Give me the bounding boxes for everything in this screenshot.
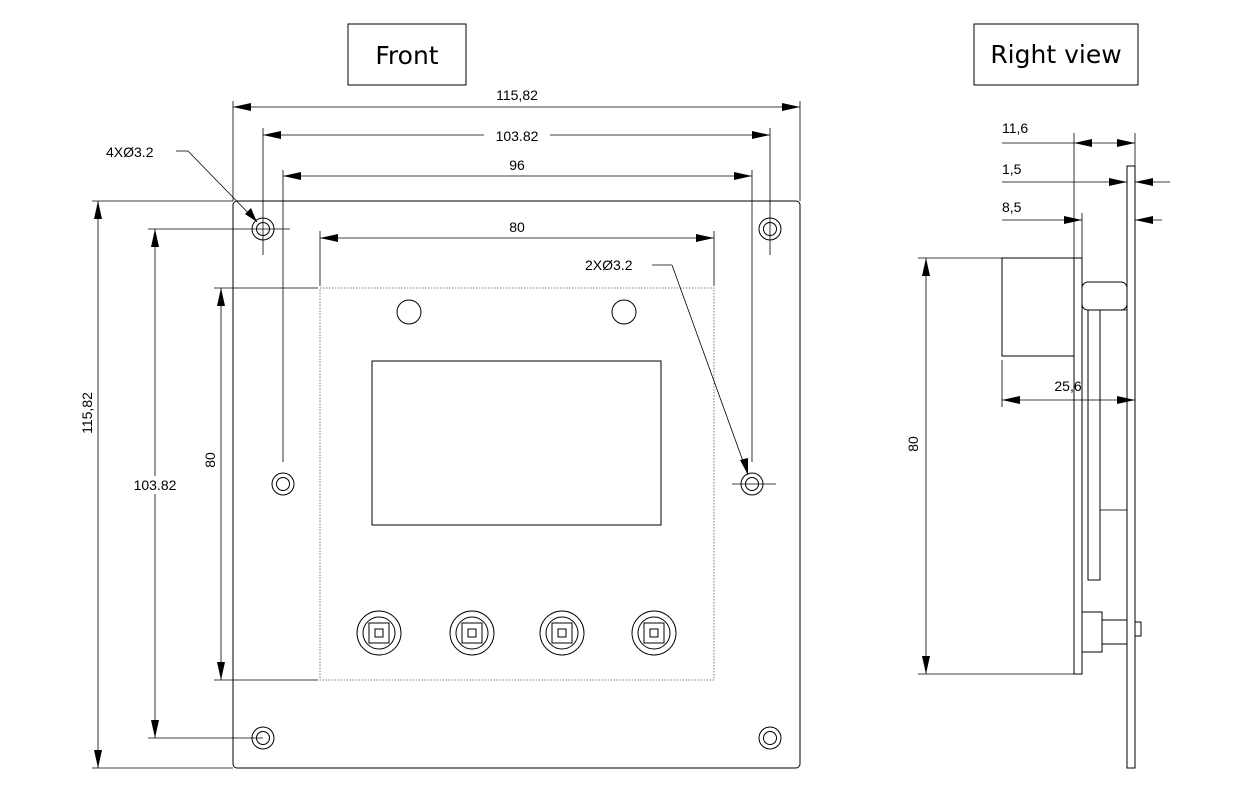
right-view <box>1001 165 1142 769</box>
dim-overall-height: 115,82 <box>79 200 233 769</box>
button-cap-side <box>1134 621 1142 637</box>
side-holes-note: 2XØ3.2 <box>585 257 633 273</box>
window-boundary <box>319 287 715 681</box>
side-hole-right <box>732 472 776 496</box>
mounting-hole-bottom-right <box>758 726 782 750</box>
back-offset-label: 8,5 <box>1002 199 1022 215</box>
side-hole-spacing-label: 96 <box>509 157 525 173</box>
hole-spacing-height-label: 103.82 <box>134 477 177 493</box>
button-stem-side <box>1101 619 1128 645</box>
push-button-3 <box>539 610 585 656</box>
display-module <box>1087 309 1101 581</box>
lcd-screen <box>371 360 662 526</box>
dim-window-width: 80 <box>319 219 715 286</box>
rear-component <box>1001 257 1075 357</box>
push-button-2 <box>449 610 495 656</box>
total-depth-label: 11,6 <box>1002 120 1028 136</box>
right-view-title: Right view <box>990 40 1121 69</box>
component-depth-label: 25,6 <box>1054 378 1081 394</box>
display-bezel <box>1081 281 1128 311</box>
front-view <box>232 200 801 769</box>
hole-spacing-width-label: 103.82 <box>496 128 539 144</box>
dim-plate-thickness: 1,5 <box>1002 161 1170 186</box>
display-glass <box>1099 309 1128 511</box>
dim-window-height: 80 <box>202 287 318 681</box>
dim-hole-spacing-width: 103.82 <box>262 127 771 255</box>
overall-height-label: 115,82 <box>79 392 95 434</box>
plate-thickness-label: 1,5 <box>1002 161 1022 177</box>
front-panel-outline <box>232 200 801 769</box>
leader-corner-holes: 4XØ3.2 <box>106 144 258 223</box>
led-hole-right <box>611 299 637 325</box>
dim-hole-spacing-height: 103.82 <box>124 228 290 739</box>
window-width-label: 80 <box>509 219 525 235</box>
pcb-side <box>1073 257 1083 675</box>
dim-side-hole-spacing: 96 <box>282 157 753 462</box>
led-hole-left <box>396 299 422 325</box>
dim-total-depth: 11,6 <box>1002 120 1136 258</box>
window-height-label: 80 <box>202 452 218 468</box>
side-hole-left <box>271 472 295 496</box>
overall-width-label: 115,82 <box>496 87 538 103</box>
push-button-1 <box>356 610 402 656</box>
leader-side-holes: 2XØ3.2 <box>585 257 749 476</box>
front-title-box <box>347 23 467 86</box>
right-view-title-box <box>973 23 1139 86</box>
dim-back-offset: 8,5 <box>1002 199 1162 258</box>
front-plate-side <box>1126 165 1136 769</box>
dim-overall-width: 115,82 <box>232 86 801 201</box>
corner-holes-note: 4XØ3.2 <box>106 144 154 160</box>
front-title: Front <box>375 41 438 70</box>
dim-right-height: 80 <box>905 257 1074 675</box>
push-button-4 <box>631 610 677 656</box>
dim-component-depth: 25,6 <box>1001 360 1135 407</box>
right-height-label: 80 <box>905 436 921 452</box>
button-body-side <box>1081 611 1103 653</box>
